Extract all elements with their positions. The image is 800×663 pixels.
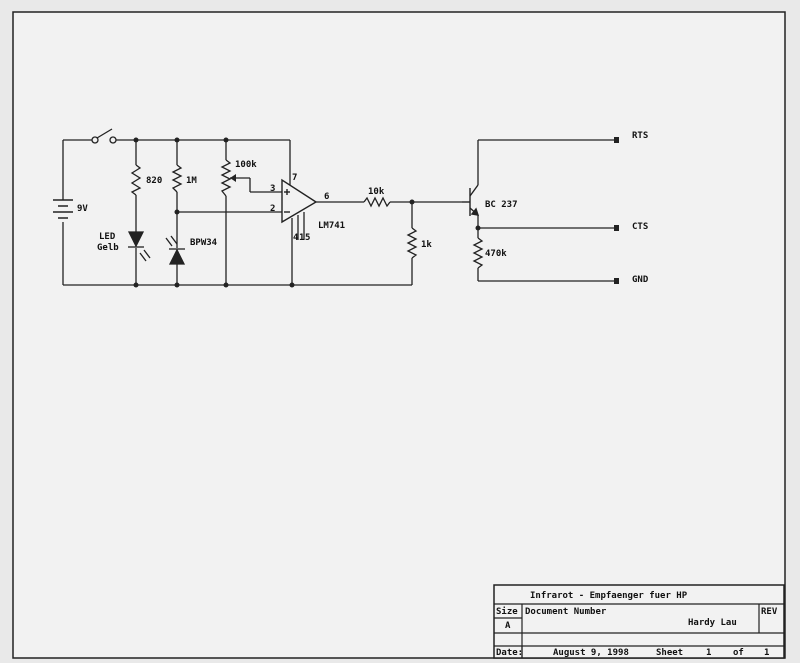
title-block-sheet-label: Sheet [656, 648, 683, 658]
label-pin3: 3 [270, 184, 275, 194]
resistor-470k [472, 237, 484, 269]
title-block-sheet-of: of [733, 648, 744, 658]
photodiode-symbol [165, 235, 186, 265]
title-block-date-value: August 9, 1998 [553, 648, 629, 658]
label-pin4: 4 [293, 233, 299, 243]
title-block-sheet-total: 1 [764, 648, 769, 658]
label-pin6: 6 [324, 192, 329, 202]
title-block-author: Hardy Lau [688, 618, 737, 628]
terminal-rts [614, 137, 619, 143]
title-block-size-label: Size [496, 606, 518, 617]
label-led-line1: LED [99, 232, 116, 242]
resistor-1m [171, 164, 183, 193]
label-pin5: 5 [305, 233, 310, 243]
title-block: Infrarot - Empfaenger fuer HP Size A Doc… [493, 584, 785, 659]
title-block-rev-label: REV [761, 607, 778, 617]
circuit-wires [62, 139, 615, 286]
label-photodiode: BPW34 [190, 238, 218, 248]
label-pot: 100k [235, 160, 257, 170]
potentiometer-100k [220, 159, 232, 197]
label-r-470k: 470k [485, 249, 507, 259]
resistor-1k [406, 227, 418, 259]
title-block-date-label: Date: [496, 648, 523, 658]
label-rts: RTS [632, 131, 648, 141]
label-r-10k: 10k [368, 187, 385, 197]
title-block-title: Infrarot - Empfaenger fuer HP [530, 591, 688, 601]
label-opamp: LM741 [318, 221, 345, 231]
label-r-1k: 1k [421, 240, 432, 250]
label-battery: 9V [77, 204, 88, 214]
label-r-led: 820 [146, 176, 162, 186]
title-block-sheet-num: 1 [706, 648, 711, 658]
power-switch [91, 128, 117, 144]
junction-dots [133, 137, 481, 288]
label-pin2: 2 [270, 204, 275, 214]
led-symbol [127, 231, 151, 262]
sheet-border [12, 11, 786, 659]
opamp-lm741 [281, 178, 318, 224]
resistor-820 [130, 164, 142, 196]
transistor-bc237 [462, 184, 480, 216]
label-pin7: 7 [292, 173, 297, 183]
label-led-line2: Gelb [97, 243, 119, 253]
label-gnd: GND [632, 275, 649, 285]
battery-symbol [53, 199, 73, 219]
resistor-10k [363, 196, 391, 208]
title-block-size-value: A [505, 621, 511, 631]
terminal-cts [614, 225, 619, 231]
label-cts: CTS [632, 222, 648, 232]
label-pin1: 1 [299, 233, 304, 243]
terminal-gnd [614, 278, 619, 284]
pot-wiper-arrow-icon [230, 174, 236, 182]
label-transistor: BC 237 [485, 200, 518, 210]
title-block-doc-label: Document Number [525, 607, 607, 617]
label-r-1m: 1M [186, 176, 197, 186]
